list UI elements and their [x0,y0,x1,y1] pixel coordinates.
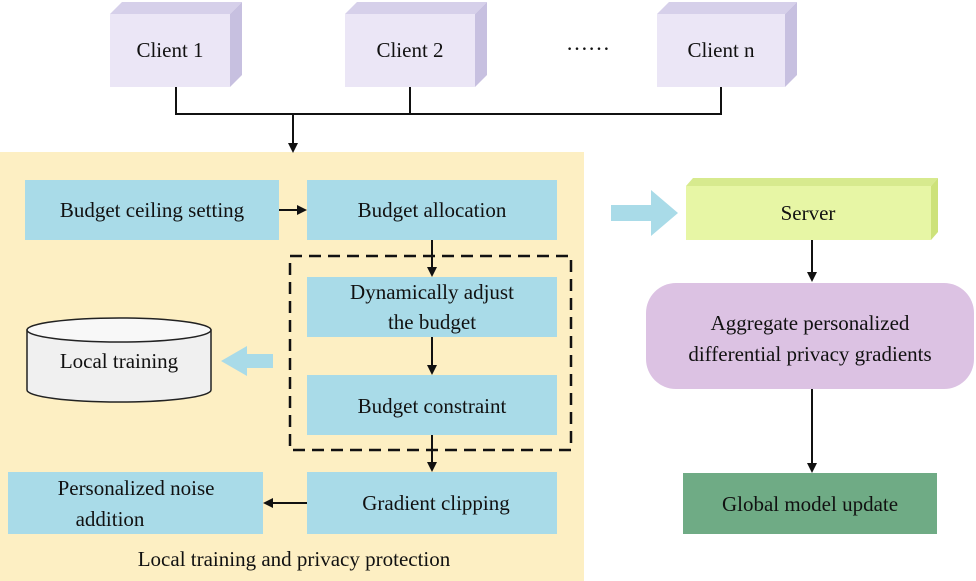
budget-allocation-label: Budget allocation [358,198,507,222]
client-n-box: Client n [657,2,797,87]
to-local-training-arrow [221,346,273,376]
noise-addition-box [8,472,263,534]
local-training-cylinder: Local training [26,317,212,403]
noise-addition-line-1: Personalized noise [58,476,215,500]
budget-ceiling-label: Budget ceiling setting [60,198,245,222]
dynamic-adjust-box [307,277,557,337]
budget-adjust-group [288,254,573,452]
global-update-box [683,473,937,534]
local-panel-caption: Local training and privacy protection [138,547,451,571]
gradient-clipping-label: Gradient clipping [362,491,510,515]
dynamic-adjust-line-1: Dynamically adjust [350,280,514,304]
server-box: Server [686,178,938,240]
local-training-label: Local training [60,349,179,373]
dynamic-adjust-line-2: the budget [388,310,476,334]
client-n-label: Client n [687,38,755,62]
client-2-box: Client 2 [345,2,487,87]
budget-ceiling-box [25,180,279,240]
client-2-label: Client 2 [376,38,443,62]
client-1-label: Client 1 [136,38,203,62]
clients-ellipsis: …… [566,30,610,55]
aggregate-line-1: Aggregate personalized [711,311,910,335]
aggregate-line-2: differential privacy gradients [688,342,931,366]
client-1-box: Client 1 [110,2,242,87]
noise-addition-line-2: addition [76,507,145,531]
budget-constraint-box [307,375,557,435]
server-label: Server [781,201,836,225]
gradient-clipping-box [307,472,557,534]
budget-allocation-box [307,180,557,240]
budget-constraint-label: Budget constraint [358,394,507,418]
aggregate-box [646,283,974,389]
global-update-label: Global model update [722,492,898,516]
to-server-arrow [611,190,678,236]
clients-connector [175,87,722,153]
